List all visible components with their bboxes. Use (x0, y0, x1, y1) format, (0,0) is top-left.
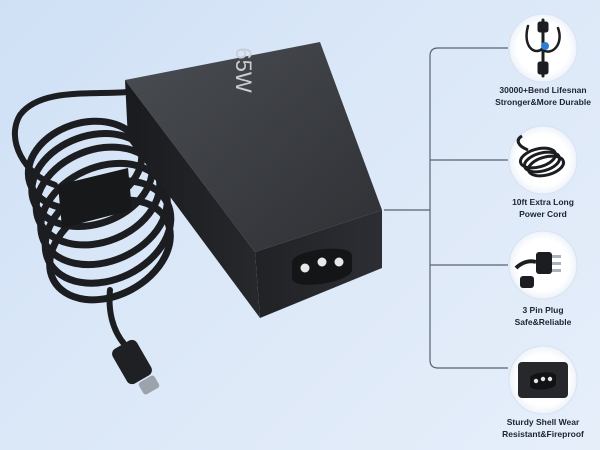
adapter-shell-icon (518, 362, 568, 398)
cable-bend-icon (525, 18, 561, 78)
feature-line: 3 Pin Plug (522, 305, 564, 315)
feature-circle-4 (508, 345, 578, 415)
coiled-cord-icon (516, 134, 566, 178)
feature-line: Stronger&More Durable (495, 97, 591, 107)
three-pin-plug-icon (514, 252, 561, 288)
feature-circle-3 (508, 230, 578, 300)
feature-connector-lines (384, 47, 508, 369)
feature-line: Power Cord (519, 209, 567, 219)
feature-line: Safe&Reliable (514, 317, 572, 327)
feature-circle-1 (508, 13, 578, 83)
cord-strap (58, 168, 132, 228)
feature-line: 10ft Extra Long (512, 197, 574, 207)
feature-label-shell: Sturdy Shell Wear Resistant&Fireproof (473, 416, 600, 440)
feature-label-length: 10ft Extra Long Power Cord (473, 196, 600, 220)
feature-circle-2 (508, 125, 578, 195)
feature-label-plug: 3 Pin Plug Safe&Reliable (473, 304, 600, 328)
adapter-brick (125, 42, 382, 318)
feature-line: Sturdy Shell Wear (506, 417, 580, 427)
feature-label-durability: 30000+Bend Lifesnan Stronger&More Durabl… (473, 84, 600, 108)
wattage-label: 65W (231, 47, 256, 92)
feature-line: Resistant&Fireproof (502, 429, 584, 439)
feature-line: 30000+Bend Lifesnan (499, 85, 587, 95)
usb-c-plug (112, 339, 160, 395)
